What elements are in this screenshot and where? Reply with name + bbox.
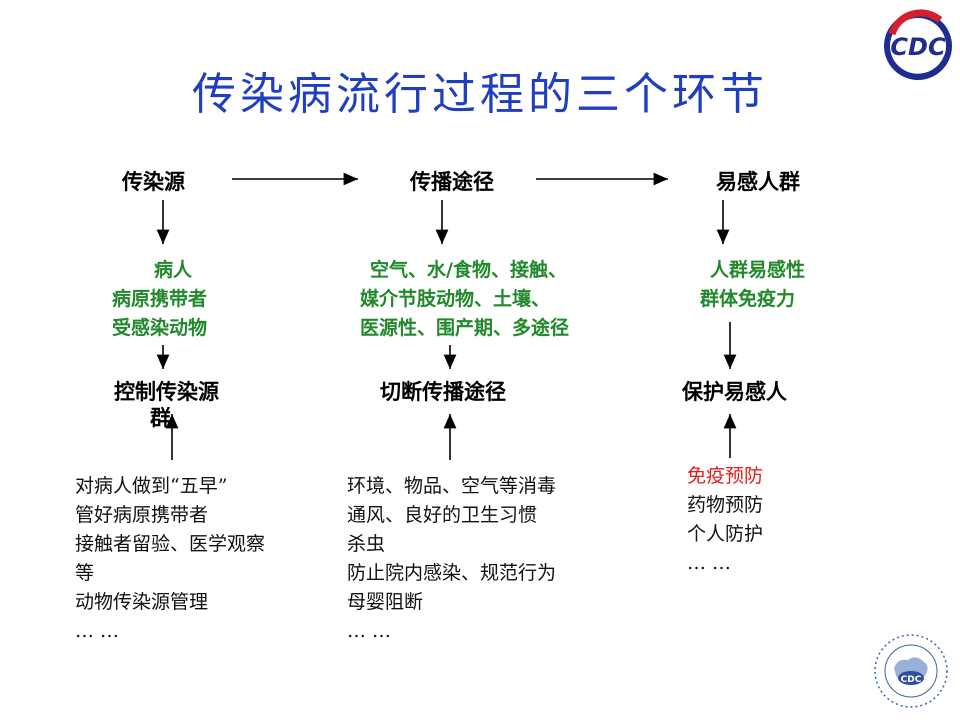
items-susceptible-population: 人群易感性 群体免疫力 bbox=[700, 256, 805, 314]
action: 管好病原携带者 bbox=[75, 504, 209, 526]
measure-cut-route: 切断传播途径 bbox=[380, 380, 506, 404]
item: 空气、水/食物、接触、 bbox=[370, 259, 567, 281]
cdc-seal-bottom: CDC bbox=[872, 628, 950, 714]
action: 接触者留验、医学观察 bbox=[75, 533, 266, 555]
action-highlight: 免疫预防 bbox=[687, 465, 764, 487]
action: 对病人做到“五早” bbox=[75, 475, 228, 497]
measure-control-source: 控制传染源 bbox=[114, 380, 219, 404]
item: 媒介节肢动物、土壤、 bbox=[360, 288, 551, 310]
action: 药物预防 bbox=[687, 494, 764, 516]
page-title: 传染病流行过程的三个环节 bbox=[192, 69, 768, 120]
svg-text:CDC: CDC bbox=[901, 675, 922, 685]
actions-control-source: 对病人做到“五早” 管好病原携带者 接触者留验、医学观察 等 动物传染源管理 …… bbox=[75, 472, 265, 646]
head-susceptible-population: 易感人群 bbox=[716, 170, 800, 194]
action: … … bbox=[347, 620, 392, 642]
item: 病人 bbox=[154, 259, 193, 281]
action: … … bbox=[687, 552, 732, 574]
items-transmission-route: 空气、水/食物、接触、 媒介节肢动物、土壤、 医源性、围产期、多途径 bbox=[360, 256, 569, 343]
measure-protect-susceptible: 保护易感人 bbox=[682, 380, 787, 404]
measure-control-source-overflow: 群 bbox=[150, 406, 171, 430]
action: 母婴阻断 bbox=[347, 591, 424, 613]
action: 等 bbox=[75, 562, 95, 584]
action: 环境、物品、空气等消毒 bbox=[347, 475, 557, 497]
action: 动物传染源管理 bbox=[75, 591, 209, 613]
action: 通风、良好的卫生习惯 bbox=[347, 504, 538, 526]
actions-protect-susceptible: 免疫预防 药物预防 个人防护 … … bbox=[687, 462, 763, 578]
item: 病原携带者 bbox=[112, 288, 208, 310]
item: 人群易感性 bbox=[710, 259, 806, 281]
head-transmission-route: 传播途径 bbox=[410, 170, 494, 194]
cdc-logo-top: CDC bbox=[880, 6, 956, 82]
action: 个人防护 bbox=[687, 523, 764, 545]
action: 杀虫 bbox=[347, 533, 386, 555]
items-infection-source: 病人 病原携带者 受感染动物 bbox=[112, 256, 207, 343]
item: 受感染动物 bbox=[112, 317, 208, 339]
item: 医源性、围产期、多途径 bbox=[360, 317, 570, 339]
head-infection-source: 传染源 bbox=[122, 170, 185, 194]
svg-text:CDC: CDC bbox=[890, 33, 946, 61]
actions-cut-route: 环境、物品、空气等消毒 通风、良好的卫生习惯 杀虫 防止院内感染、规范行为 母婴… bbox=[347, 472, 556, 646]
item: 群体免疫力 bbox=[700, 288, 796, 310]
action: 防止院内感染、规范行为 bbox=[347, 562, 557, 584]
action: … … bbox=[75, 620, 120, 642]
